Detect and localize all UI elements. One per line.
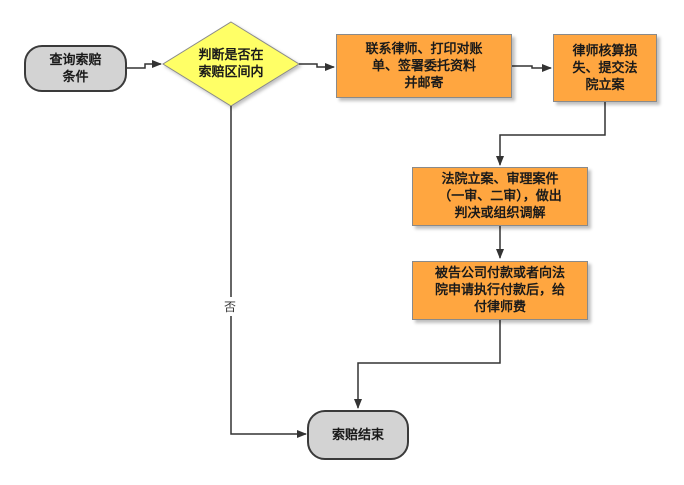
step1-node: 联系律师、打印对账 单、签署委托资料 并邮寄	[336, 34, 512, 98]
step2-node: 律师核算损 失、提交法 院立案	[553, 34, 657, 102]
start-node: 查询索赔 条件	[24, 45, 127, 92]
step4-node: 被告公司付款或者向法 院申请执行付款后，给 付律师费	[412, 261, 588, 320]
edge-step2-to-step3	[496, 102, 606, 166]
end-node: 索赔结束	[307, 410, 409, 460]
edge-start-to-decision	[127, 60, 162, 69]
decision-label: 判断是否在 索赔区间内	[198, 48, 264, 80]
step3-node: 法院立案、审理案件 （一审、二审），做出 判决或组织调解	[412, 167, 588, 226]
edge-decision-to-step1	[299, 63, 335, 71]
edge-step1-to-step2	[512, 64, 552, 72]
edge-step4-to-end	[354, 320, 501, 409]
edge-label-no: 否	[224, 297, 237, 316]
edge-decision-no-to-end	[230, 106, 307, 438]
